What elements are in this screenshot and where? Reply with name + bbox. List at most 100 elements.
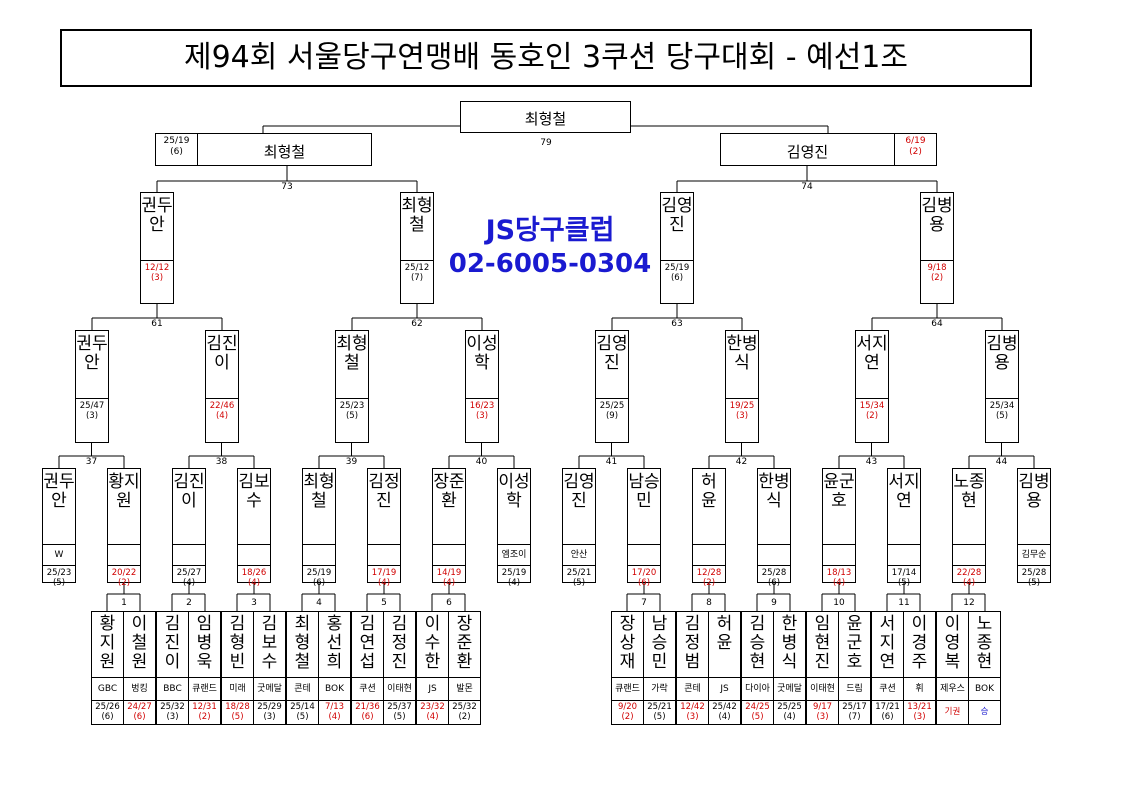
player-score: 25/27(4) (173, 566, 205, 588)
player-name: 황지원 (92, 612, 123, 678)
player-name: 노종현 (953, 469, 985, 545)
player-name: 김영진 (661, 193, 693, 261)
player-score: 24/27(6) (124, 701, 155, 722)
player-name: 장준환 (449, 612, 480, 678)
player-score: 22/46(4) (206, 399, 238, 421)
round16-player-box: 김진이 25/27(4) (172, 468, 206, 588)
innings: (4) (718, 712, 731, 722)
player-name: 김정진 (368, 469, 400, 545)
player-score: 17/14(5) (888, 566, 920, 588)
player-club: 큐랜드 (612, 678, 643, 701)
player-score: 25/42(4) (709, 701, 740, 722)
player-club: 미래 (222, 678, 253, 701)
score-value: 9/20 (617, 702, 638, 712)
innings: (7) (848, 712, 861, 722)
player-score: 승 (969, 701, 1000, 722)
player-score: 25/32(2) (449, 701, 480, 722)
score-value: 18/13 (826, 568, 852, 578)
page-title: 제94회 서울당구연맹배 동호인 3쿠션 당구대회 - 예선1조 (60, 29, 1032, 87)
player-name: 김보수 (254, 612, 285, 678)
score-value: 24/27 (127, 702, 152, 712)
match-number: 73 (281, 182, 293, 192)
player-score: 21/36(6) (352, 701, 383, 722)
innings: (3) (85, 411, 99, 421)
player-name: 이성학 (466, 331, 498, 399)
player-club: 쿠션 (872, 678, 903, 701)
player-club (693, 545, 725, 566)
score-value: 12/31 (192, 702, 217, 712)
player-score: 25/29(3) (254, 701, 285, 722)
player-score: 25/25(9) (596, 399, 628, 421)
player-score: 25/21(5) (563, 566, 595, 588)
player-score: 18/13(4) (823, 566, 855, 588)
innings: (6) (361, 712, 374, 722)
champion-box: 최형철 (460, 101, 631, 133)
player-club: 이태현 (807, 678, 838, 701)
player-score: 25/14(5) (287, 701, 318, 722)
player-club: 콘테 (677, 678, 708, 701)
score-value: 기권 (944, 707, 961, 717)
player-club: 드림 (839, 678, 870, 701)
player-name: 최형철 (303, 469, 335, 545)
player-club: 안산 (563, 545, 595, 566)
innings: (6) (133, 712, 146, 722)
player-score: 14/19(4) (433, 566, 465, 588)
score-value: 12/42 (680, 702, 705, 712)
finalist-score-value: 6/19 (905, 136, 926, 146)
score-value: 23/32 (420, 702, 445, 712)
player-score: 25/23(5) (336, 399, 368, 421)
player-score: 25/37(5) (384, 701, 415, 722)
score-value: 12/12 (144, 263, 170, 273)
score-value: 25/28 (761, 568, 787, 578)
player-score: 12/28(2) (693, 566, 725, 588)
match-number: 37 (85, 457, 98, 467)
player-score: 25/19(6) (303, 566, 335, 588)
match-number: 64 (931, 319, 943, 329)
match-number: 1 (109, 598, 139, 608)
innings: (3) (735, 411, 749, 421)
score-value: 17/14 (891, 568, 917, 578)
innings: (2) (458, 712, 471, 722)
player-name: 권두안 (76, 331, 108, 399)
match-number: 3 (239, 598, 269, 608)
match-number: 62 (411, 319, 423, 329)
player-club: 쿠션 (352, 678, 383, 701)
player-name: 이영복 (937, 612, 968, 678)
player-score: 25/23(5) (43, 566, 75, 588)
player-club: JS (417, 678, 448, 701)
innings: (4) (832, 578, 846, 588)
player-name: 한병식 (726, 331, 758, 399)
match-number: 2 (174, 598, 204, 608)
player-name: 김진이 (173, 469, 205, 545)
player-name: 김영진 (563, 469, 595, 545)
score-value: 25/19 (501, 568, 527, 578)
match-number: 61 (151, 319, 163, 329)
champion-name: 최형철 (524, 110, 567, 128)
player-name: 이수한 (417, 612, 448, 678)
innings: (5) (52, 578, 66, 588)
score-value: 25/23 (46, 568, 72, 578)
score-value: 19/25 (729, 401, 755, 411)
innings: (2) (198, 712, 211, 722)
innings: (5) (897, 578, 911, 588)
player-club: 다이아 (742, 678, 773, 701)
player-name: 한병식 (774, 612, 805, 678)
innings: (2) (117, 578, 131, 588)
player-club: 발몬 (449, 678, 480, 701)
innings: (4) (215, 411, 229, 421)
player-club (108, 545, 140, 566)
